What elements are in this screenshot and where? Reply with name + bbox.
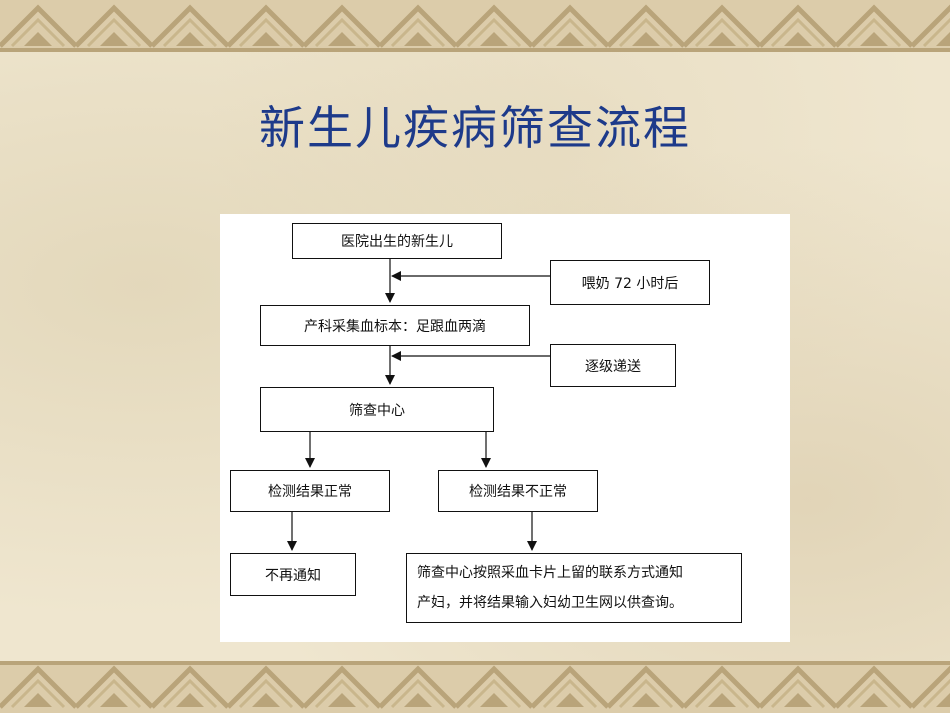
node-relay-delivery: 逐级递送	[550, 344, 676, 387]
top-border-pattern	[0, 0, 950, 52]
flowchart-connectors	[287, 259, 550, 551]
bottom-decorative-border	[0, 661, 950, 713]
bottom-border-pattern	[0, 661, 950, 713]
node-screening-center: 筛查中心	[260, 387, 494, 432]
node-notify-mother: 筛查中心按照采血卡片上留的联系方式通知 产妇，并将结果输入妇幼卫生网以供查询。	[406, 553, 742, 623]
notify-mother-line-1: 筛查中心按照采血卡片上留的联系方式通知	[417, 565, 683, 581]
node-blood-sampling: 产科采集血标本：足跟血两滴	[260, 305, 530, 346]
node-hospital-birth: 医院出生的新生儿	[292, 223, 502, 259]
node-no-notification: 不再通知	[230, 553, 356, 596]
flowchart-panel: 医院出生的新生儿 喂奶 72 小时后 产科采集血标本：足跟血两滴 逐级递送 筛查…	[220, 214, 790, 642]
node-result-normal: 检测结果正常	[230, 470, 390, 512]
node-result-abnormal: 检测结果不正常	[438, 470, 598, 512]
notify-mother-line-2: 产妇，并将结果输入妇幼卫生网以供查询。	[417, 595, 683, 611]
node-feeding-72h: 喂奶 72 小时后	[550, 260, 710, 305]
top-decorative-border	[0, 0, 950, 52]
slide-title: 新生儿疾病筛查流程	[259, 101, 691, 155]
